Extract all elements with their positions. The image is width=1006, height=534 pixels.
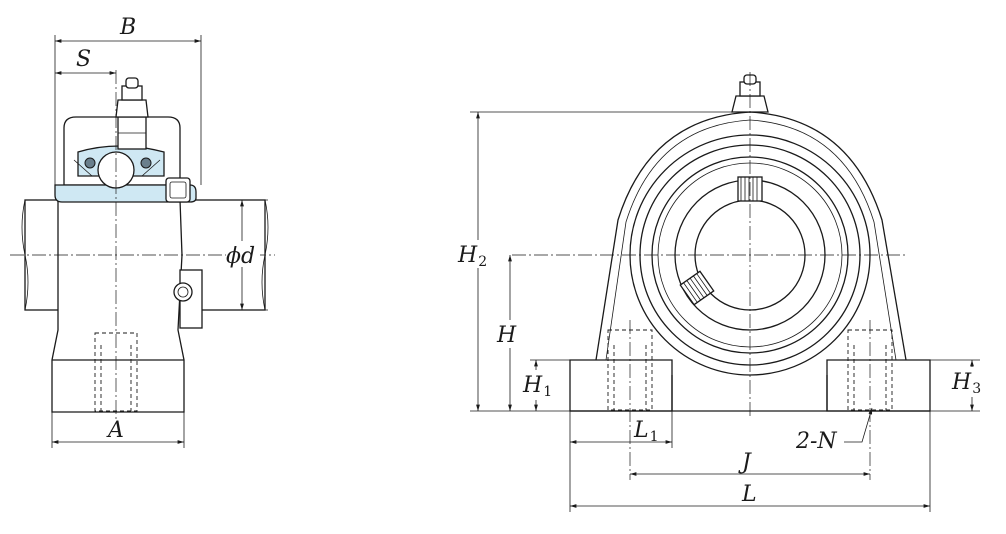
label-H2: H2 [457, 243, 487, 270]
pedestal-outline [595, 111, 907, 361]
label-L: L [741, 482, 757, 507]
label-H3: H3 [951, 370, 981, 397]
label-H: H [496, 323, 517, 348]
side-view: B S ϕd A [10, 15, 275, 448]
front-view: H2 H H1 H3 L1 J L 2-N [456, 72, 990, 512]
label-S: S [76, 47, 91, 72]
label-J: J [738, 450, 752, 475]
grease-nipple [115, 99, 149, 118]
base [569, 359, 673, 412]
label-B: B [119, 15, 136, 40]
label-phi-d: ϕd [226, 244, 255, 269]
label-A: A [106, 418, 124, 443]
pedestal-body [51, 199, 185, 413]
label-2-N: 2-N [795, 429, 837, 454]
leader-N [844, 407, 873, 443]
label-L1: L1 [633, 418, 659, 445]
label-H1: H1 [522, 373, 552, 400]
